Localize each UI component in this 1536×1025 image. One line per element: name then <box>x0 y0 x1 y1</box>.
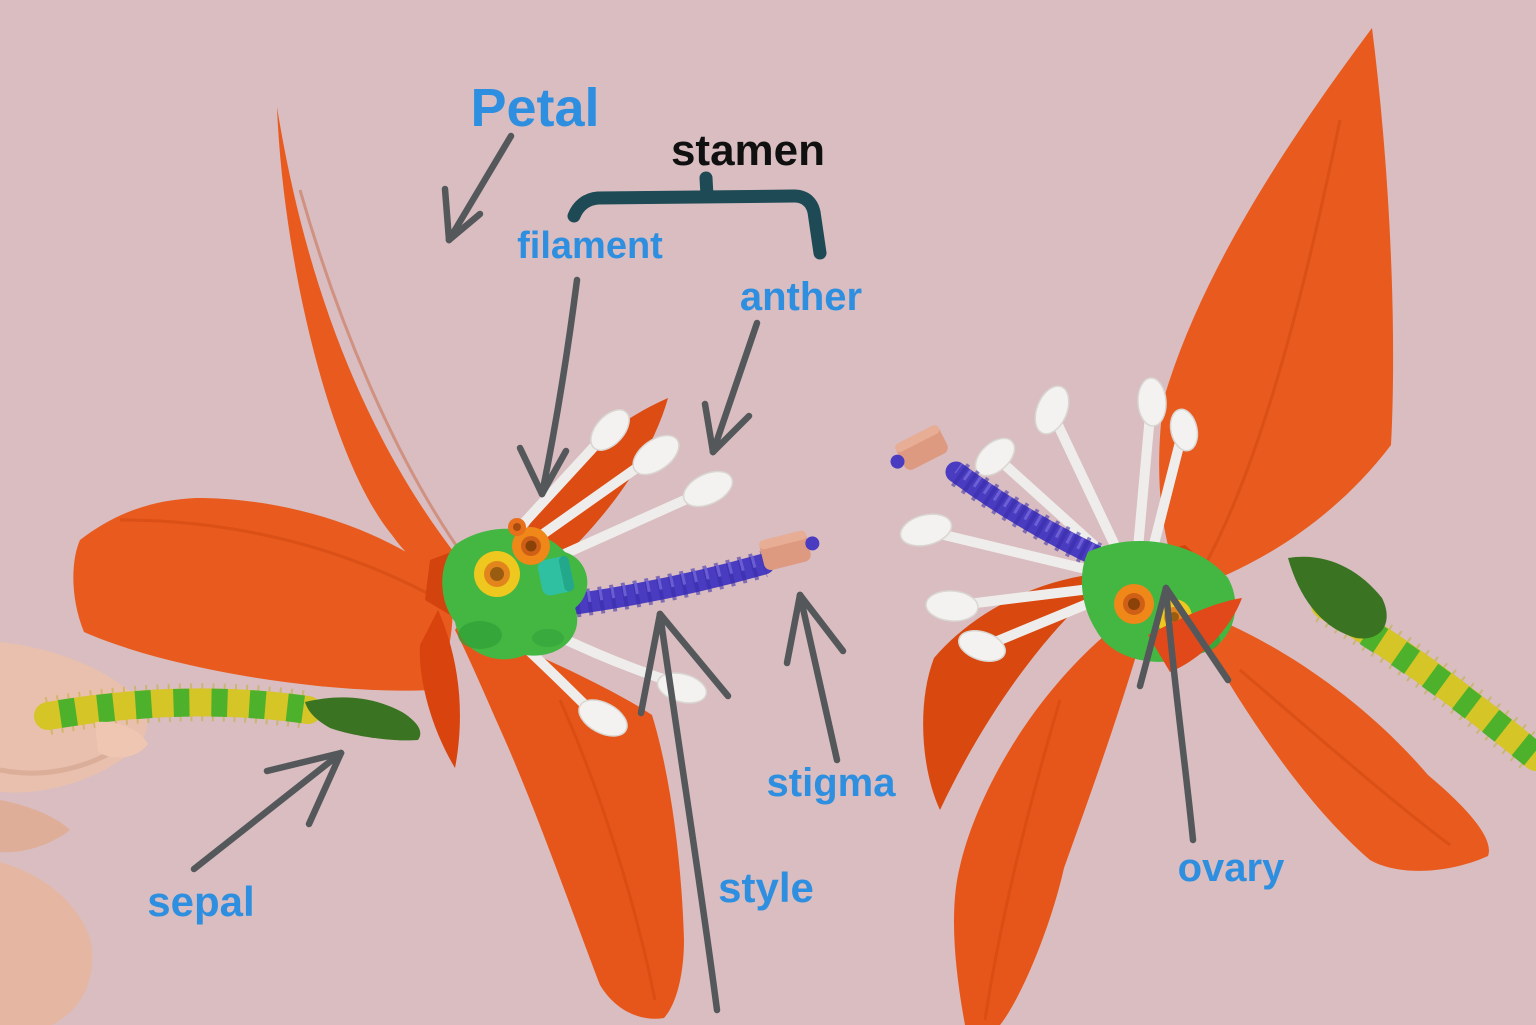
fingertip-over-stem <box>95 721 148 758</box>
petal-left <box>73 498 453 691</box>
bead-orange <box>512 527 550 565</box>
right-stamens <box>899 377 1199 662</box>
bead-orange <box>1114 584 1154 624</box>
petal-top <box>277 107 502 587</box>
ovary-label: ovary <box>1178 846 1285 890</box>
anther-label: anther <box>740 275 862 319</box>
labels: Petal stamen filament anther stigma styl… <box>147 78 1285 925</box>
bead-yellow <box>474 551 520 597</box>
petal-label: Petal <box>470 78 599 138</box>
left-ovary-clay <box>442 518 588 660</box>
stigma-arrow <box>783 591 847 764</box>
petal-top-right <box>1159 28 1394 590</box>
cotton-swab <box>925 583 1103 622</box>
pipe-cleaner-nub <box>805 536 820 551</box>
petal-arrow <box>441 132 515 244</box>
anther-arrow <box>701 319 761 456</box>
cotton-swab <box>958 597 1097 662</box>
right-sepal <box>1288 556 1387 639</box>
filament-arrow <box>516 276 581 498</box>
stigma-bead <box>890 425 948 470</box>
bead-small-orange <box>508 518 526 536</box>
sepal-label: sepal <box>147 878 254 925</box>
bead-teal <box>537 556 575 596</box>
ovary-arrow <box>1136 584 1232 844</box>
left-flower <box>0 107 820 1025</box>
thumb <box>0 862 93 1025</box>
cotton-swab <box>899 513 1103 577</box>
stamen-label: stamen <box>671 126 825 175</box>
stamen-bracket <box>567 171 827 260</box>
pipe-cleaner-nub <box>890 454 905 469</box>
cotton-swab <box>1034 385 1123 557</box>
sepal-arrow <box>190 749 345 873</box>
left-sepal <box>305 697 421 741</box>
petal-down-fold <box>419 610 460 768</box>
stigma-label: stigma <box>767 761 897 805</box>
petal-down-right <box>1200 612 1489 871</box>
petal-bottom <box>953 600 1152 1025</box>
cotton-swab <box>1133 377 1167 553</box>
filament-label: filament <box>517 225 663 267</box>
cotton-swab <box>1147 408 1199 557</box>
finger-crease <box>0 800 70 853</box>
left-stem <box>34 683 322 735</box>
annotation-arrows <box>190 132 1232 1014</box>
left-petals <box>73 107 684 1019</box>
style-label: style <box>718 864 814 911</box>
stigma-bead <box>759 530 820 571</box>
style-arrow <box>637 610 732 1014</box>
